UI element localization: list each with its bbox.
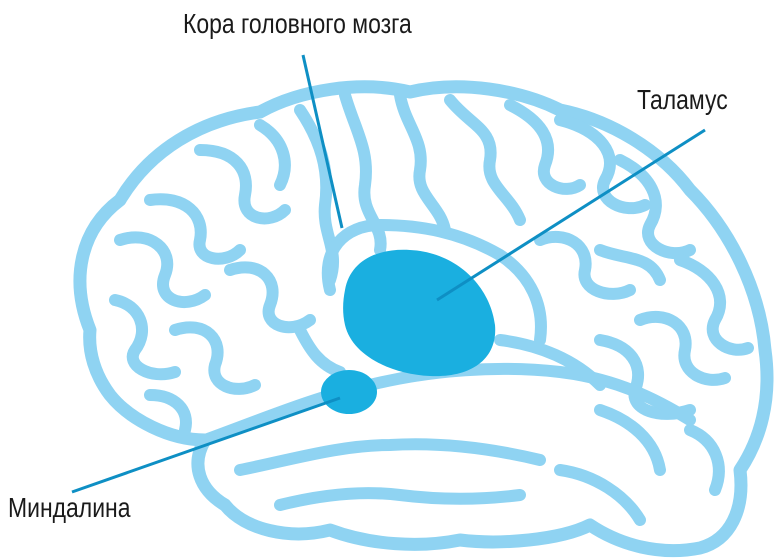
thalamus-label: Таламус xyxy=(637,86,728,114)
cortex-label: Кора головного мозга xyxy=(183,10,412,38)
thalamus-leader-line xyxy=(437,130,705,300)
amygdala-structure xyxy=(321,370,377,414)
thalamus-structure xyxy=(343,250,495,376)
amygdala-label: Миндалина xyxy=(8,494,130,522)
